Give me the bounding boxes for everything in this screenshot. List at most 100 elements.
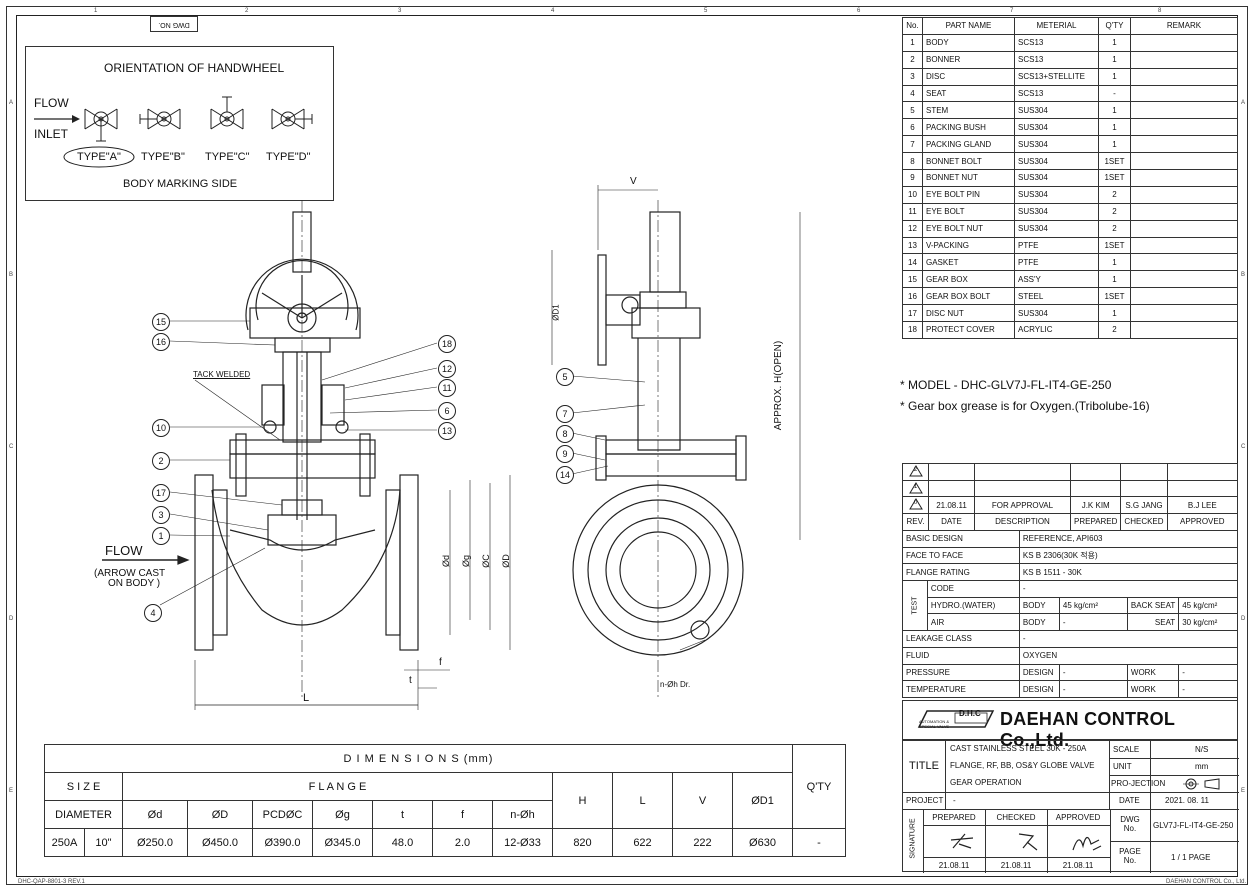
parts-cell: 5 — [902, 101, 923, 120]
revision-triangle: 0 — [902, 496, 929, 515]
parts-cell: SUS304 — [1014, 202, 1099, 221]
parts-cell: SUS304 — [1014, 304, 1099, 323]
row-marker: B — [1241, 272, 1246, 278]
col-marker: 8 — [1158, 8, 1162, 14]
parts-cell — [1130, 304, 1238, 323]
dim-d1-header: ØD1 — [732, 772, 793, 829]
hydro-label: HYDRO.(WATER) — [926, 596, 1020, 615]
dim-v-header: V — [672, 772, 733, 829]
parts-cell — [1130, 287, 1238, 306]
parts-cell: V-PACKING — [922, 236, 1015, 255]
callout-11: 11 — [438, 379, 456, 397]
parts-cell: STEEL — [1014, 287, 1099, 306]
callout-4: 4 — [144, 604, 162, 622]
parts-cell: SUS304 — [1014, 101, 1099, 120]
sig-checked-date: 21.08.11 — [1000, 861, 1032, 870]
signatures-image — [950, 833, 1102, 851]
pressure-work-label: WORK — [1126, 663, 1180, 682]
callout-12: 12 — [438, 360, 456, 378]
callout-13: 13 — [438, 422, 456, 440]
type-a-label: TYPE"A" — [77, 151, 121, 163]
date-label: DATE — [1119, 796, 1140, 805]
dimension-value: 250A — [44, 828, 85, 857]
parts-cell: STEM — [922, 101, 1015, 120]
divider — [945, 792, 946, 809]
row-marker: D — [9, 616, 14, 622]
sig-approved-date: 21.08.11 — [1062, 861, 1094, 870]
flange-rating-value: KS B 1511 - 30K — [1018, 563, 1239, 582]
inlet-label: INLET — [34, 127, 69, 141]
scale-value: N/S — [1195, 745, 1209, 754]
body-marking-label: BODY MARKING SIDE — [123, 178, 238, 190]
dimension-value: Ø450.0 — [187, 828, 253, 857]
face-to-face-value: KS B 2306(30K 적용) — [1018, 546, 1239, 565]
parts-cell: EYE BOLT — [922, 202, 1015, 221]
parts-cell: 4 — [902, 84, 923, 103]
parts-cell: SCS13+STELLITE — [1014, 67, 1099, 86]
parts-cell — [1130, 101, 1238, 120]
parts-cell: 1SET — [1098, 152, 1131, 171]
projection-symbol-icon — [1183, 778, 1220, 790]
dim-qty-header: Q'TY — [792, 744, 846, 829]
row-marker: C — [1241, 444, 1246, 450]
sig-checked-header: CHECKED — [996, 813, 1036, 822]
parts-cell: PACKING BUSH — [922, 118, 1015, 137]
revision-cell: J.K KIM — [1069, 496, 1122, 515]
row-marker: E — [1241, 788, 1246, 794]
unit-value: mm — [1195, 762, 1209, 771]
temperature-work-label: WORK — [1126, 680, 1180, 698]
dimension-value: 12-Ø33 — [492, 828, 553, 857]
hydro-body-label: BODY — [1018, 596, 1060, 615]
row-marker: C — [9, 444, 14, 450]
parts-cell: BONNET NUT — [922, 169, 1015, 187]
parts-cell: SUS304 — [1014, 118, 1099, 137]
parts-cell: SCS13 — [1014, 84, 1099, 103]
dimensions-title: D I M E N S I O N S (mm) — [44, 744, 793, 773]
orientation-title: ORIENTATION OF HANDWHEEL — [104, 61, 285, 75]
divider — [1047, 809, 1048, 873]
parts-cell — [1130, 135, 1238, 154]
dim-subheader: ØD — [187, 800, 253, 829]
parts-cell — [1130, 270, 1238, 289]
parts-cell: 1SET — [1098, 169, 1131, 187]
revision-triangle: 1 — [902, 479, 929, 498]
hydro-back-seat-value: 45 kg/cm² — [1178, 596, 1238, 615]
parts-cell: EYE BOLT NUT — [922, 219, 1015, 238]
parts-cell: 1 — [1098, 33, 1131, 52]
company-block: D.H.C AUTOMATION & SPECIAL VALVE DAEHAN … — [902, 700, 1238, 750]
col-marker: 4 — [551, 8, 555, 14]
parts-cell: SEAT — [922, 84, 1015, 103]
rev-header: DESCRIPTION — [974, 513, 1071, 531]
parts-cell: 1 — [1098, 135, 1131, 154]
callout-18: 18 — [438, 335, 456, 353]
basic-design-value: REFERENCE, API603 — [1018, 530, 1239, 548]
dim-subheader: Øg — [312, 800, 373, 829]
dim-c-label: ØC — [480, 554, 491, 568]
dimension-value: 622 — [612, 828, 673, 857]
company-logo-icon — [917, 710, 995, 728]
drawing-sheet-border — [6, 6, 1248, 885]
handwheel-orientation-icons — [34, 96, 313, 168]
dim-D-label: ØD — [500, 554, 511, 568]
parts-cell: SUS304 — [1014, 219, 1099, 238]
pressure-design-label: DESIGN — [1018, 663, 1060, 682]
revision-cell — [974, 463, 1071, 481]
dim-v-label: V — [630, 176, 637, 187]
parts-header-row: No. PART NAME METERIAL Q'TY REMARK — [902, 17, 1238, 35]
test-label: TEST — [911, 596, 919, 615]
dwg-no-value: GLV7J-FL-IT4-GE-250 — [1153, 821, 1234, 830]
dim-d1-label: ØD1 — [551, 304, 561, 321]
callout-16: 16 — [152, 333, 170, 351]
dim-h-header: H — [552, 772, 613, 829]
parts-cell: DISC NUT — [922, 304, 1015, 323]
parts-cell: SUS304 — [1014, 135, 1099, 154]
